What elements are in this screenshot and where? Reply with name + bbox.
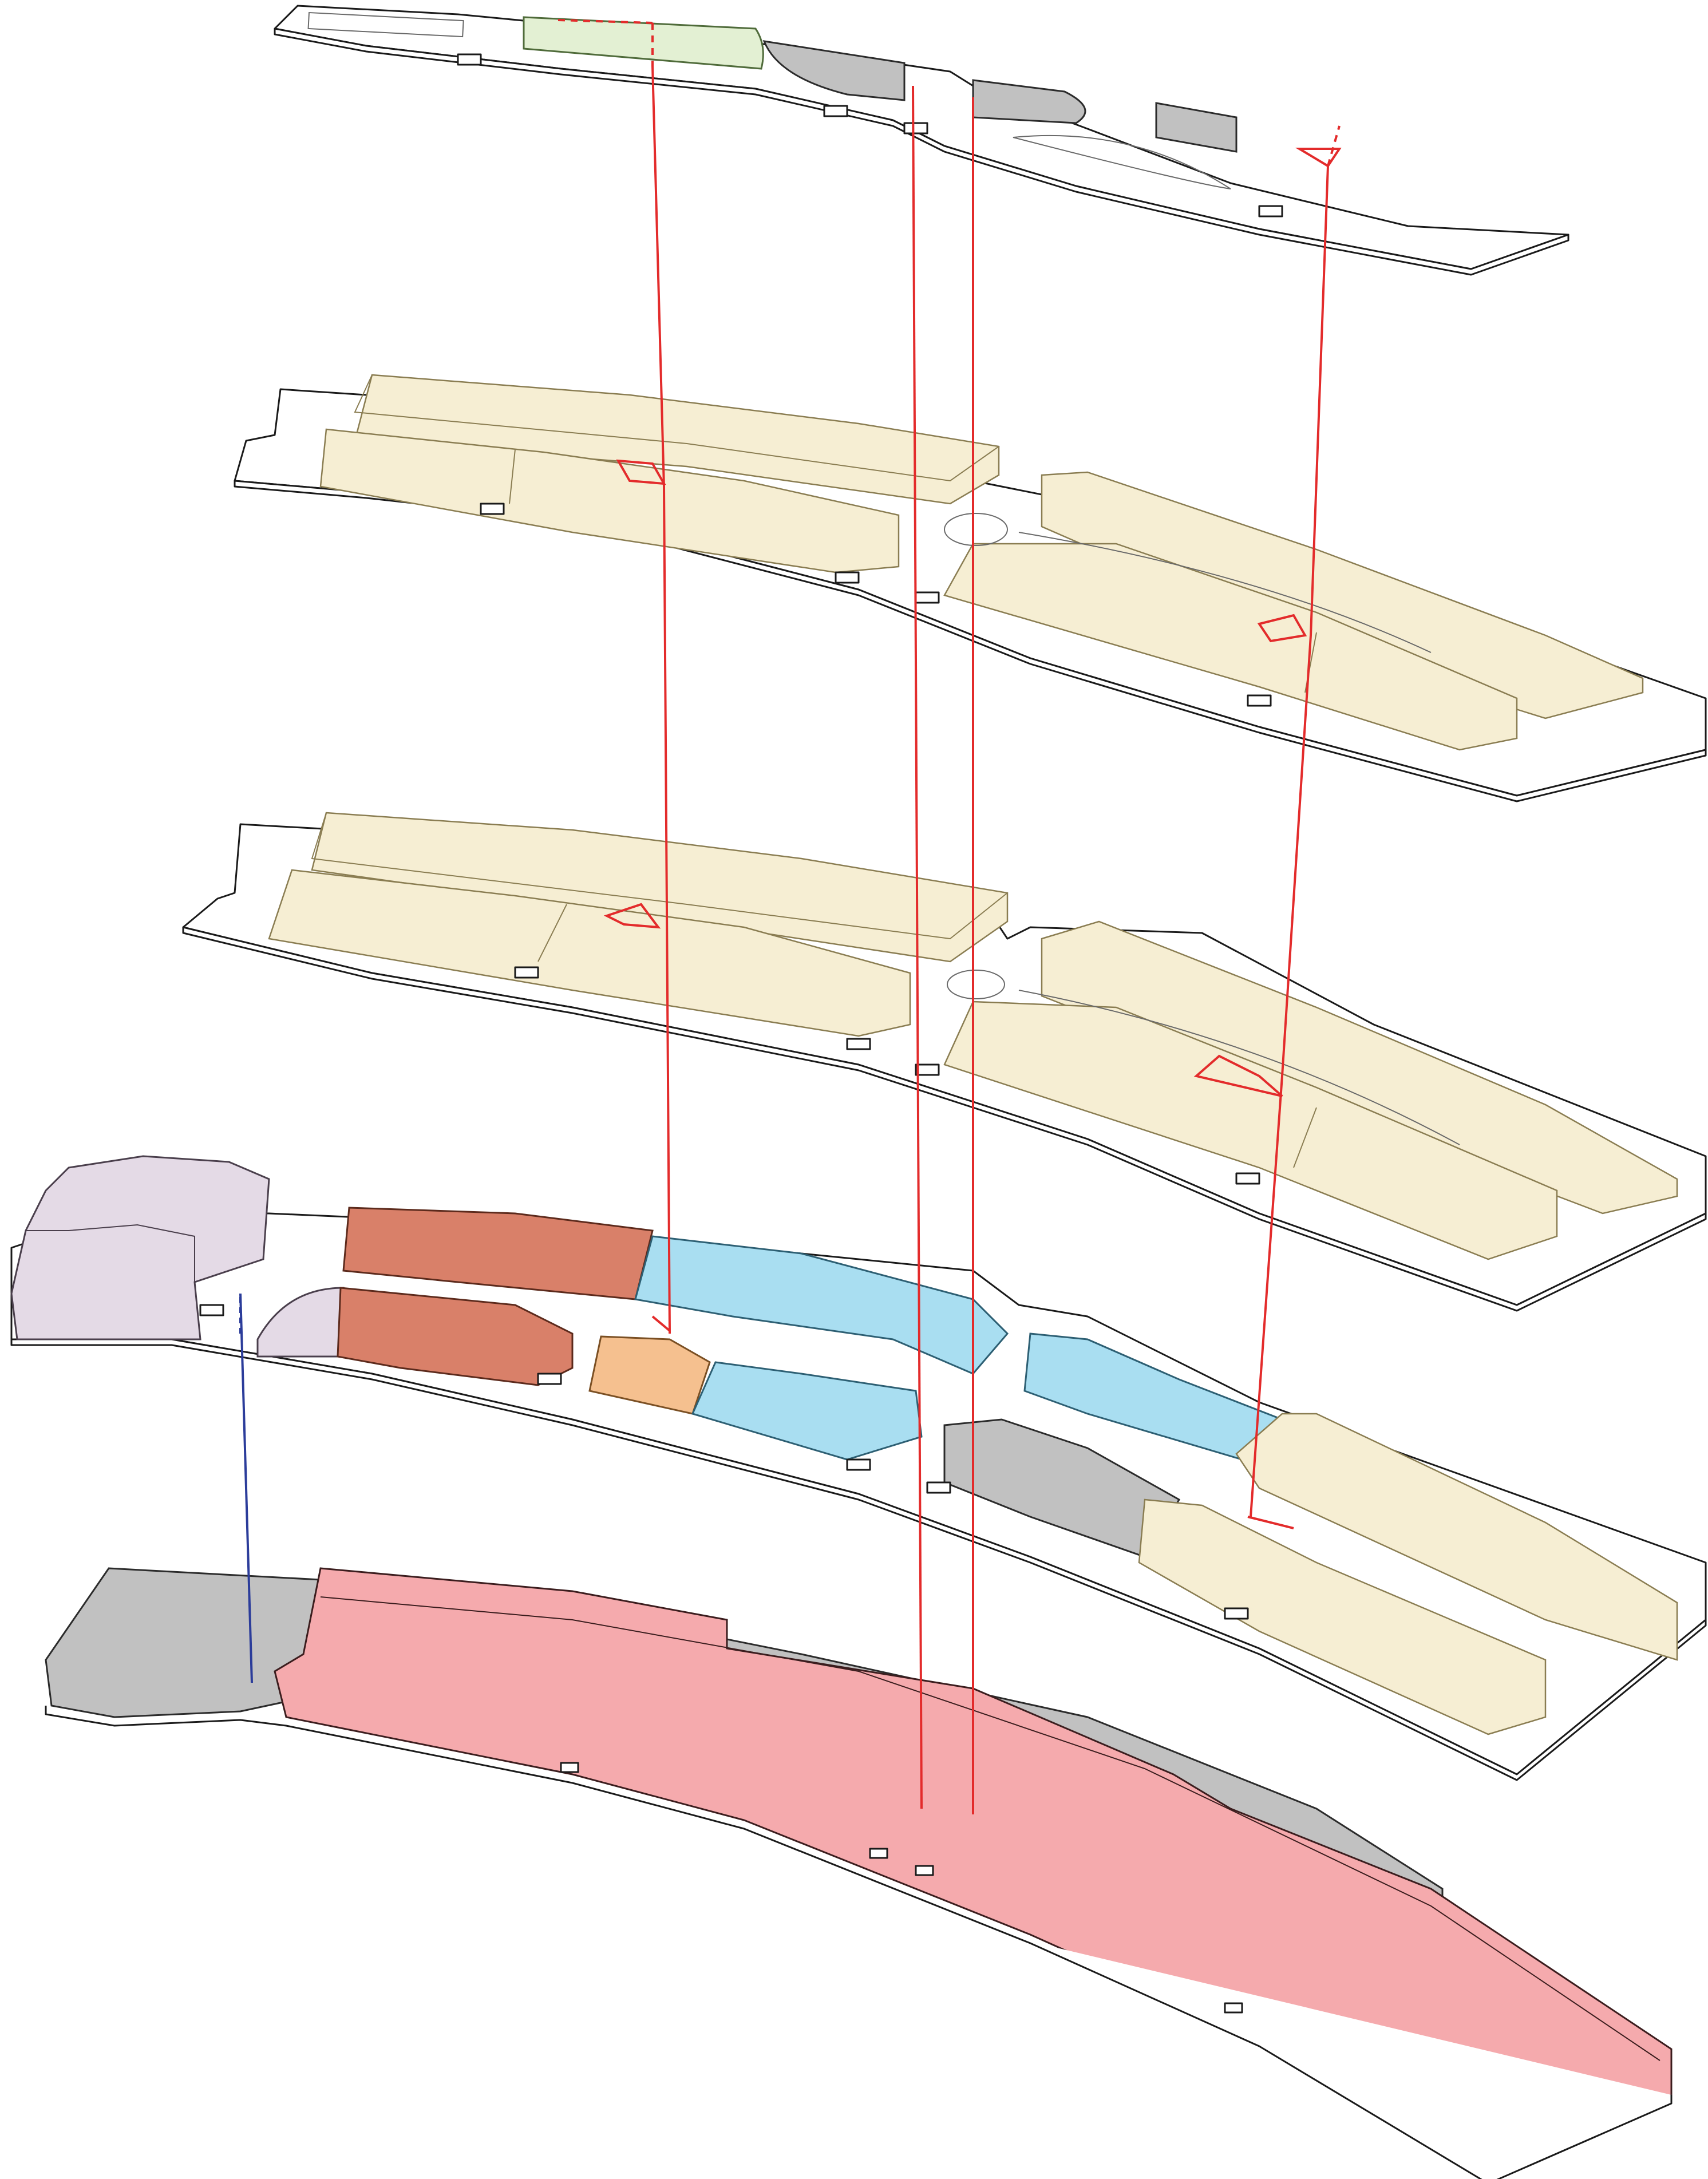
core-line-1 bbox=[651, 65, 671, 1334]
ground-purple-block bbox=[10, 1155, 270, 1340]
roof-level bbox=[274, 5, 1569, 276]
ground-core-marker-2 bbox=[1247, 1516, 1294, 1529]
core-line-2 bbox=[912, 85, 923, 1809]
upper-residential-level bbox=[234, 374, 1707, 802]
core-line-4 bbox=[1250, 165, 1329, 1517]
roof-garden bbox=[523, 16, 764, 70]
upper-block-north-left-top bbox=[354, 374, 999, 482]
lower-block-south-right bbox=[943, 1000, 1558, 1260]
roof-dome-left bbox=[762, 40, 906, 101]
lower-slab-edge bbox=[182, 926, 1707, 1312]
core-line-1-dash bbox=[558, 19, 654, 66]
upper-core-marker-right bbox=[1257, 614, 1307, 643]
ground-residential-north bbox=[1235, 1413, 1678, 1661]
roof-skylight bbox=[307, 11, 464, 38]
lower-residential-level bbox=[182, 812, 1707, 1312]
ground-stair-5 bbox=[1224, 1607, 1249, 1620]
parking-stair-2 bbox=[869, 1848, 888, 1859]
ground-core-marker-1 bbox=[651, 1315, 671, 1332]
upper-roundabout bbox=[944, 513, 1008, 546]
upper-stair-1 bbox=[480, 503, 505, 515]
lower-stair-4 bbox=[1235, 1172, 1260, 1185]
lower-core-marker-left bbox=[603, 903, 661, 929]
upper-stair-3 bbox=[915, 591, 940, 604]
roof-slab-edge bbox=[274, 27, 1569, 276]
roof-dome-right bbox=[972, 79, 1086, 124]
parking-stair-1 bbox=[560, 1762, 579, 1773]
ground-stair-3 bbox=[846, 1458, 871, 1471]
lower-block-south-left bbox=[268, 869, 911, 1037]
roof-stair-3 bbox=[903, 122, 928, 135]
ground-residential-south bbox=[1138, 1498, 1547, 1735]
core-line-blue bbox=[239, 1293, 253, 1683]
roof-oval-outline bbox=[1013, 135, 1231, 189]
ground-slab-edge bbox=[10, 1338, 1707, 1781]
upper-block-south-left bbox=[319, 428, 900, 574]
upper-stair-2 bbox=[835, 571, 860, 584]
lower-stair-2 bbox=[846, 1038, 871, 1050]
ground-stair-4 bbox=[926, 1481, 951, 1494]
roof-plant-room bbox=[1155, 102, 1237, 153]
upper-stair-4 bbox=[1247, 694, 1272, 707]
core-line-4-dash bbox=[1327, 125, 1341, 167]
vertical-cores bbox=[239, 19, 1342, 1814]
roof-stair-2 bbox=[823, 105, 848, 117]
lower-stair-3 bbox=[915, 1063, 940, 1076]
parking-slab-edge bbox=[45, 1706, 1673, 2179]
parking-stair-4 bbox=[1224, 2002, 1243, 2014]
parking-level bbox=[45, 1567, 1673, 2179]
ground-stair-2 bbox=[537, 1373, 562, 1385]
parking-stair-3 bbox=[915, 1865, 934, 1876]
lower-core-marker-right bbox=[1193, 1054, 1283, 1097]
lower-roundabout bbox=[947, 970, 1005, 999]
lower-stair-1 bbox=[514, 966, 539, 979]
ground-stair-1 bbox=[199, 1304, 224, 1316]
roof-stair-1 bbox=[457, 53, 482, 66]
ground-level bbox=[10, 1155, 1707, 1781]
ground-blue-south bbox=[691, 1361, 923, 1461]
core-marker-roof bbox=[1295, 148, 1342, 168]
ground-orange-block bbox=[588, 1335, 711, 1415]
roof-stair-4 bbox=[1258, 205, 1283, 217]
